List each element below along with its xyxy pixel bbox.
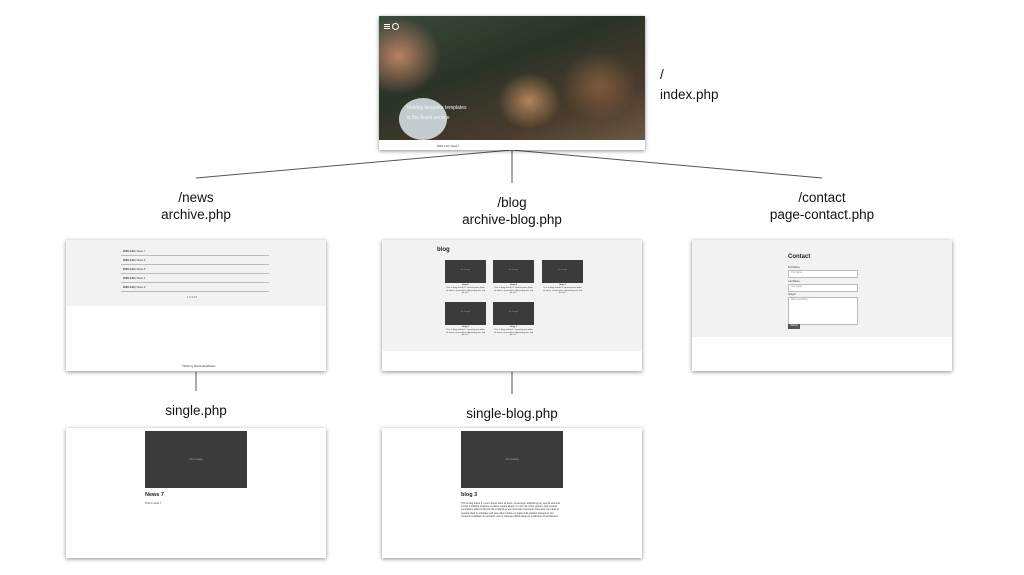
single-blog-page-thumbnail: No Image blog 3 This is blog article 3. … [382, 428, 642, 558]
blog-thumbnail: No Image [493, 260, 534, 283]
news-label: /news archive.php [136, 189, 256, 223]
news-path: /news [178, 190, 214, 205]
contact-file: page-contact.php [769, 207, 875, 222]
first-name-field[interactable]: First name [788, 270, 858, 278]
single-body: This is news 7 [145, 502, 162, 505]
index-page-thumbnail: Making bespoke templates is the finest s… [379, 16, 645, 150]
hero-image: Making bespoke templates is the finest s… [379, 16, 645, 140]
blog-label: /blog archive-blog.php [442, 194, 582, 228]
edge-index-news [195, 149, 513, 179]
hero-headline-2: is the finest service [407, 115, 450, 121]
blog-thumbnail: No Image [445, 302, 486, 325]
blog-thumbnail: No Image [445, 260, 486, 283]
blog-path: /blog [497, 195, 527, 210]
blog-thumbnail: No Image [542, 260, 583, 283]
blog-file: archive-blog.php [462, 212, 562, 227]
submit-button[interactable]: Submit [788, 324, 800, 329]
edge-index-contact [511, 149, 823, 179]
blog-thumbnail: No Image [493, 302, 534, 325]
news-row: 2020.4.29 | News 6 [121, 259, 269, 265]
news-file: archive.php [161, 207, 231, 222]
first-name-label: First Name [788, 266, 800, 269]
index-footer-news: 2020.4.29 | News 7 [437, 145, 460, 148]
index-path: / [660, 67, 664, 82]
single-blog-body: This is blog article 3. Lorem ipsum dolo… [461, 502, 560, 518]
single-title: News 7 [145, 492, 164, 498]
single-file: single.php [165, 403, 227, 418]
blog-content-area [382, 240, 642, 351]
menu-icon [384, 24, 390, 25]
news-footer: ©2020 by Wonta Workflowan [182, 365, 216, 368]
contact-path: /contact [798, 190, 846, 205]
contact-title: Contact [788, 254, 811, 260]
last-name-field[interactable]: Last name [788, 284, 858, 292]
hero-highlight [399, 98, 447, 140]
news-archive-thumbnail: 2020.4.29 | News 7 2020.4.29 | News 6 20… [66, 240, 326, 371]
news-row: 2020.4.29 | News 5 [121, 268, 269, 274]
pagination: 1 2 3 4 5 [187, 296, 198, 299]
single-label: single.php [146, 402, 246, 419]
news-row: 2020.4.29 | News 4 [121, 277, 269, 283]
featured-image-placeholder: No Image [461, 431, 563, 488]
index-label: / index.php [660, 66, 719, 103]
news-row: 2020.4.29 | News 3 [121, 286, 269, 292]
hero-headline-1: Making bespoke templates [407, 105, 467, 111]
blog-title: blog [437, 247, 450, 253]
news-row: 2020.4.29 | News 7 [121, 250, 269, 256]
single-page-thumbnail: No Image News 7 This is news 7 [66, 428, 326, 558]
subject-textarea[interactable]: Write something.. [788, 297, 858, 325]
contact-page-thumbnail: Contact First Name First name Last Name … [692, 240, 952, 371]
contact-label: /contact page-contact.php [752, 189, 892, 223]
single-blog-label: single-blog.php [447, 405, 577, 422]
featured-image-placeholder: No Image [145, 431, 247, 488]
single-blog-file: single-blog.php [466, 406, 558, 421]
index-file: index.php [660, 87, 719, 102]
single-blog-title: blog 3 [461, 492, 478, 498]
last-name-label: Last Name [788, 280, 800, 283]
search-icon [392, 23, 399, 30]
subject-label: Subject [788, 293, 796, 296]
